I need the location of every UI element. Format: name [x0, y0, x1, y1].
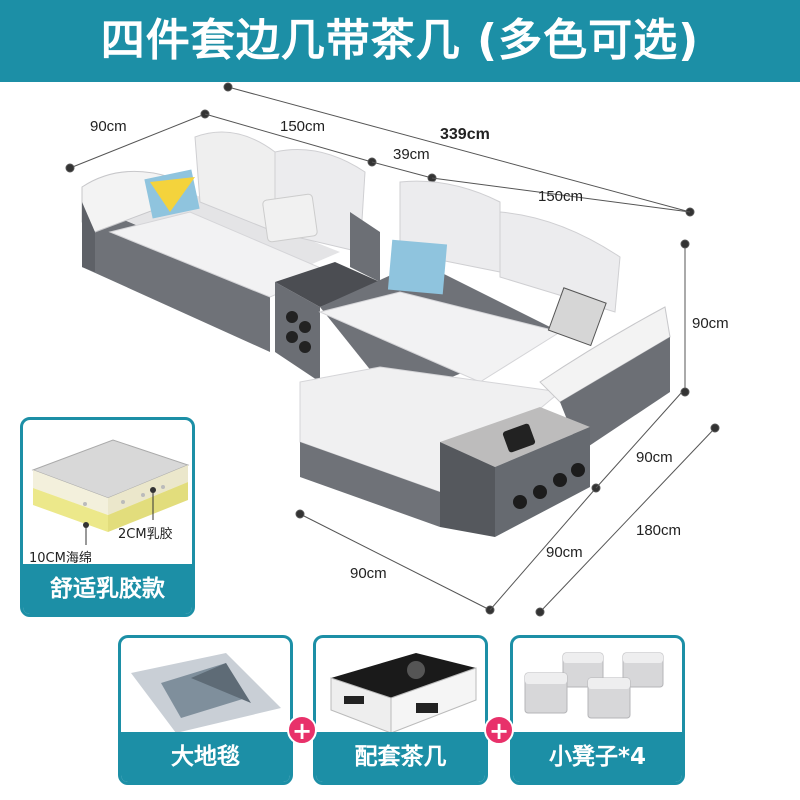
coffee-table-image	[330, 653, 477, 734]
rug-label: 大地毯	[121, 732, 290, 782]
cushion-card[interactable]: 2CM乳胶 10CM海绵 舒适乳胶款	[20, 417, 195, 617]
dim-left-width: 150cm	[280, 118, 326, 135]
dim-total-width: 339cm	[440, 126, 490, 143]
dim-height: 90cm	[692, 315, 729, 332]
extra-card-stools[interactable]: 小凳子*4	[510, 635, 685, 785]
rug-image	[131, 653, 281, 733]
dim-chaise-front-side: 90cm	[546, 544, 583, 561]
extra-card-rug[interactable]: 大地毯	[118, 635, 293, 785]
dim-chaise-front: 90cm	[350, 565, 387, 582]
latex-label: 2CM乳胶	[118, 527, 173, 542]
dim-right-width: 150cm	[538, 188, 584, 205]
dim-chaise-right: 90cm	[636, 449, 673, 466]
dim-side-table: 39cm	[393, 146, 430, 163]
sofa-illustration	[65, 82, 720, 617]
foam-label: 10CM海绵	[29, 551, 92, 566]
coffee-table-label: 配套茶几	[316, 732, 485, 782]
product-stage: 90cm 150cm 339cm 39cm 150cm 90cm 90cm 18…	[0, 82, 800, 622]
plus-icon: +	[484, 715, 514, 745]
title-banner: 四件套边几带茶几 (多色可选)	[0, 0, 800, 82]
dim-left-depth: 90cm	[90, 118, 127, 135]
dim-chaise-length: 180cm	[636, 522, 682, 539]
stools-label: 小凳子*4	[513, 732, 682, 782]
plus-icon: +	[287, 715, 317, 745]
cushion-cross-section	[31, 439, 190, 545]
cushion-card-label: 舒适乳胶款	[23, 564, 192, 614]
stools-image	[524, 652, 664, 719]
extra-card-coffee-table[interactable]: 配套茶几	[313, 635, 488, 785]
banner-title: 四件套边几带茶几 (多色可选)	[100, 15, 700, 66]
